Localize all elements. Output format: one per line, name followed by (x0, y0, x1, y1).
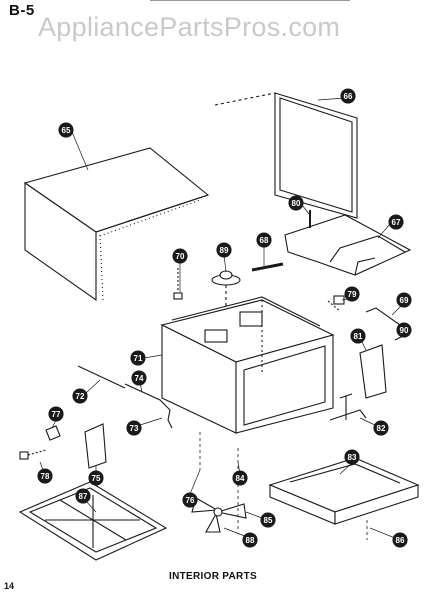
watermark: AppliancePartsPros.com (38, 12, 341, 42)
part-grommet (327, 295, 345, 312)
callout-71: 71 (130, 350, 146, 366)
callout-65-label: 65 (62, 126, 71, 135)
callout-77-label: 77 (52, 410, 61, 419)
callout-80: 80 (288, 195, 304, 211)
callout-80-label: 80 (292, 199, 301, 208)
part-air-duct (284, 214, 412, 276)
callout-83: 83 (344, 449, 360, 465)
callout-70: 70 (172, 248, 188, 264)
part-side-bracket (359, 344, 387, 399)
callout-69-label: 69 (400, 296, 409, 305)
part-bottom-plate (268, 457, 420, 525)
callout-78: 78 (37, 468, 53, 484)
callout-71-label: 71 (134, 354, 143, 363)
callout-66-label: 66 (344, 92, 353, 101)
callout-69: 69 (396, 292, 412, 308)
callout-76-label: 76 (186, 496, 195, 505)
callout-74: 74 (131, 370, 147, 386)
callout-70-label: 70 (176, 252, 185, 261)
callout-68-label: 68 (260, 236, 269, 245)
callout-87-label: 87 (79, 492, 88, 501)
part-strip (251, 262, 284, 272)
callout-marks: 65 66 67 68 69 70 71 72 73 74 75 76 77 7… (37, 88, 412, 548)
part-hinge (124, 383, 173, 429)
callout-67: 67 (388, 214, 404, 230)
page-number: 14 (4, 581, 15, 591)
callout-86: 86 (392, 532, 408, 548)
diagram-title: INTERIOR PARTS (169, 571, 257, 582)
part-outer-wrapper (23, 147, 210, 302)
part-bottom-strip (329, 393, 367, 421)
callout-82: 82 (373, 420, 389, 436)
callout-90: 90 (396, 322, 412, 338)
callout-76: 76 (182, 492, 198, 508)
callout-67-label: 67 (392, 218, 401, 227)
callout-73: 73 (126, 420, 142, 436)
callout-88: 88 (242, 532, 258, 548)
callout-73-label: 73 (130, 424, 139, 433)
callout-65: 65 (58, 122, 74, 138)
callout-81-label: 81 (354, 332, 363, 341)
callout-74-label: 74 (135, 374, 144, 383)
part-back-panel (214, 92, 358, 219)
callout-79-label: 79 (348, 290, 357, 299)
callout-83-label: 83 (348, 453, 357, 462)
exploded-parts-diagram: 65 66 67 68 69 70 71 72 73 74 75 76 77 7… (18, 88, 420, 561)
part-switch-bracket (84, 423, 107, 469)
callout-79: 79 (344, 286, 360, 302)
part-rod (77, 365, 126, 389)
callout-77: 77 (48, 406, 64, 422)
part-switch (19, 425, 61, 460)
callout-81: 81 (350, 328, 366, 344)
callout-68: 68 (256, 232, 272, 248)
callout-84-label: 84 (236, 474, 245, 483)
callout-89-label: 89 (220, 246, 229, 255)
part-glass-tray (18, 481, 168, 561)
callout-82-label: 82 (377, 424, 386, 433)
leader-guides (199, 432, 368, 540)
callout-84: 84 (232, 470, 248, 486)
part-oven-cavity (160, 296, 335, 434)
callout-87: 87 (75, 488, 91, 504)
callout-85-label: 85 (264, 516, 273, 525)
callout-75: 75 (88, 470, 104, 486)
callout-89: 89 (216, 242, 232, 258)
callout-88-label: 88 (246, 536, 255, 545)
callout-66: 66 (340, 88, 356, 104)
callout-85: 85 (260, 512, 276, 528)
callout-86-label: 86 (396, 536, 405, 545)
callout-72-label: 72 (76, 392, 85, 401)
top-rule (150, 0, 350, 5)
page-code: B-5 (9, 2, 35, 19)
callout-75-label: 75 (92, 474, 101, 483)
part-clip (173, 268, 183, 300)
callout-90-label: 90 (400, 326, 409, 335)
callout-78-label: 78 (41, 472, 50, 481)
callout-72: 72 (72, 388, 88, 404)
part-fan-motor (211, 270, 241, 332)
